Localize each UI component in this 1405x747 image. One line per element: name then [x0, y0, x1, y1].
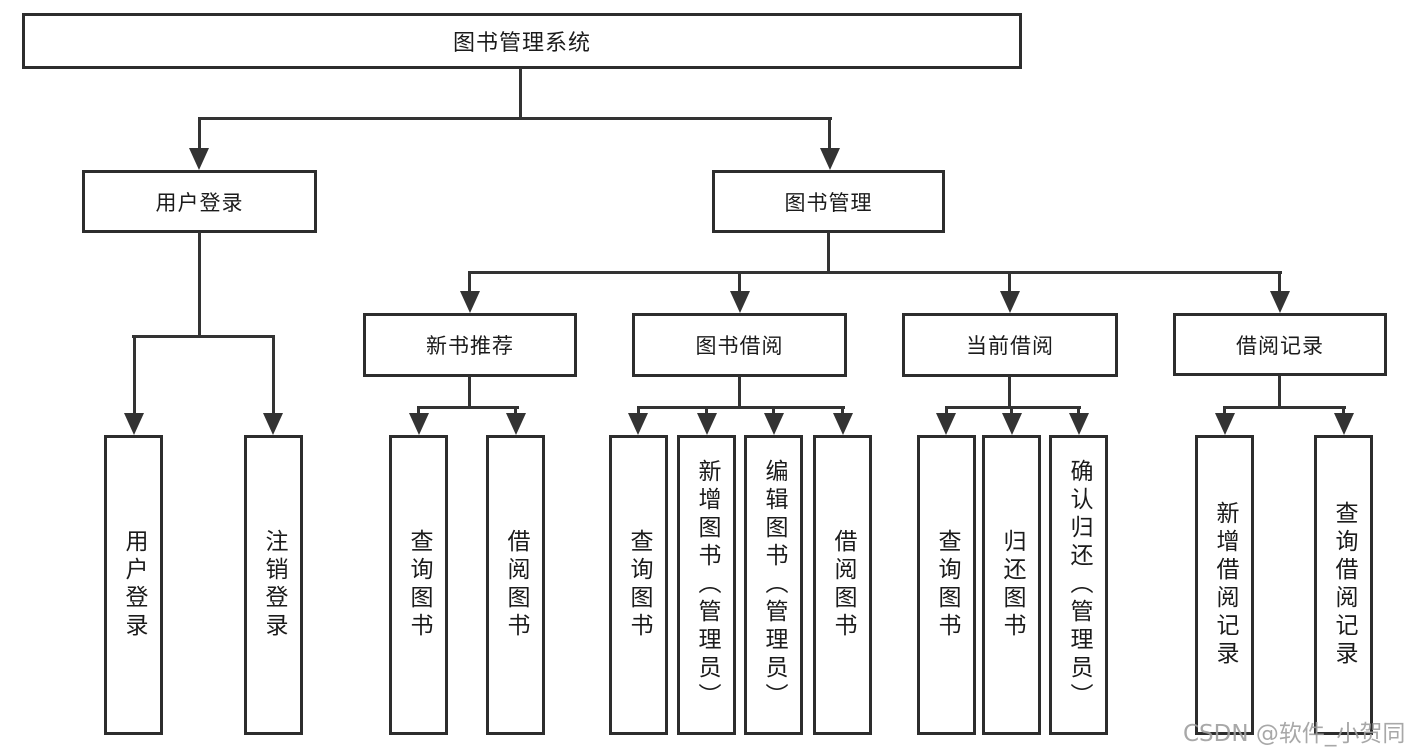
connector-line: [198, 117, 201, 151]
arrow-down-icon: [1069, 413, 1089, 435]
leaf-add-borrow-record: 新增借阅记录: [1195, 435, 1254, 735]
arrow-down-icon: [628, 413, 648, 435]
arrow-down-icon: [833, 413, 853, 435]
connector-line: [637, 406, 845, 409]
node-current-borrowing: 当前借阅: [902, 313, 1118, 377]
leaf-return-books: 归还图书: [982, 435, 1041, 735]
leaf-borrow-books: 借阅图书: [486, 435, 545, 735]
connector-line: [828, 117, 831, 151]
leaf-edit-books-admin: 编辑图书（管理员）: [744, 435, 803, 735]
node-user-login: 用户登录: [82, 170, 317, 233]
connector-line: [198, 117, 832, 120]
connector-line: [198, 232, 201, 336]
arrow-down-icon: [1002, 413, 1022, 435]
connector-line: [945, 406, 948, 415]
node-borrowing-records: 借阅记录: [1173, 313, 1387, 376]
connector-line: [468, 271, 1282, 274]
connector-line: [841, 406, 844, 415]
connector-line: [417, 406, 519, 409]
arrow-down-icon: [409, 413, 429, 435]
connector-line: [1077, 406, 1080, 415]
leaf-query-books: 查询图书: [917, 435, 976, 735]
arrow-down-icon: [764, 413, 784, 435]
leaf-logout: 注销登录: [244, 435, 303, 735]
connector-line: [1278, 271, 1281, 293]
connector-line: [772, 406, 775, 415]
connector-line: [1223, 406, 1346, 409]
node-library-management-system: 图书管理系统: [22, 13, 1022, 69]
connector-line: [468, 376, 471, 408]
leaf-query-books: 查询图书: [389, 435, 448, 735]
connector-line: [738, 376, 741, 408]
leaf-confirm-return-admin: 确认归还（管理员）: [1049, 435, 1108, 735]
csdn-watermark: CSDN @软件_小贺同学: [1183, 721, 1405, 747]
connector-line: [738, 271, 741, 293]
connector-line: [1010, 406, 1013, 415]
connector-line: [1223, 406, 1226, 415]
leaf-user-login: 用户登录: [104, 435, 163, 735]
arrow-down-icon: [936, 413, 956, 435]
arrow-down-icon: [697, 413, 717, 435]
connector-line: [133, 335, 136, 415]
connector-line: [468, 271, 471, 293]
connector-line: [417, 406, 420, 415]
arrow-down-icon: [506, 413, 526, 435]
connector-line: [1008, 376, 1011, 408]
connector-line: [1278, 376, 1281, 408]
arrow-down-icon: [189, 148, 209, 170]
node-new-book-recommend: 新书推荐: [363, 313, 577, 377]
node-book-management: 图书管理: [712, 170, 945, 233]
arrow-down-icon: [820, 148, 840, 170]
connector-line: [514, 406, 517, 415]
connector-line: [637, 406, 640, 415]
leaf-add-books-admin: 新增图书（管理员）: [677, 435, 736, 735]
connector-line: [272, 335, 275, 415]
arrow-down-icon: [1000, 291, 1020, 313]
connector-line: [1342, 406, 1345, 415]
connector-line: [945, 406, 1081, 409]
leaf-borrow-books: 借阅图书: [813, 435, 872, 735]
node-book-borrowing: 图书借阅: [632, 313, 847, 377]
connector-line: [1008, 271, 1011, 293]
arrow-down-icon: [1215, 413, 1235, 435]
connector-line: [132, 335, 275, 338]
arrow-down-icon: [460, 291, 480, 313]
connector-line: [827, 232, 830, 273]
leaf-query-borrow-record: 查询借阅记录: [1314, 435, 1373, 735]
arrow-down-icon: [730, 291, 750, 313]
connector-line: [519, 68, 522, 120]
connector-line: [705, 406, 708, 415]
arrow-down-icon: [263, 413, 283, 435]
arrow-down-icon: [1270, 291, 1290, 313]
leaf-query-books: 查询图书: [609, 435, 668, 735]
arrow-down-icon: [1334, 413, 1354, 435]
arrow-down-icon: [124, 413, 144, 435]
